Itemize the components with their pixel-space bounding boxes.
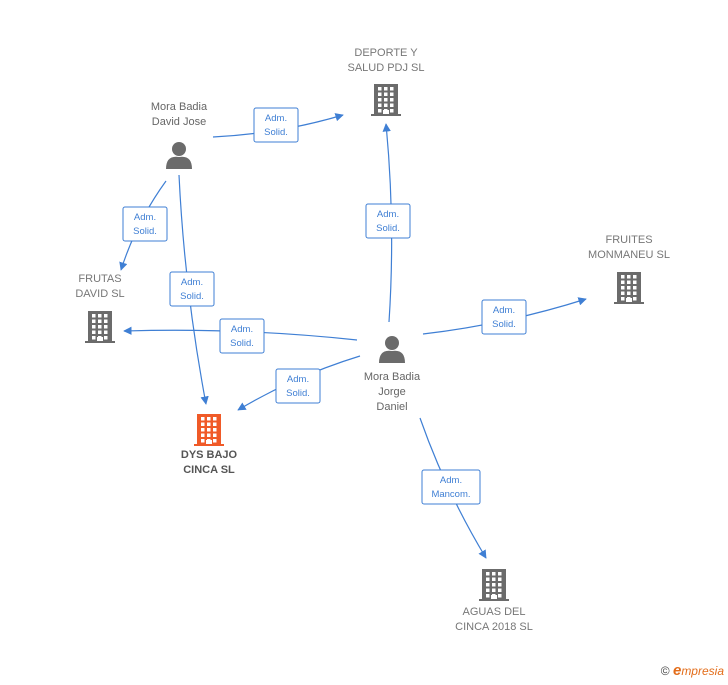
node-aguas[interactable]: AGUAS DEL CINCA 2018 SL (455, 569, 533, 633)
node-label: FRUTAS (78, 273, 121, 285)
edge-mora_jorge-to-aguas: Adm. Mancom. (419, 417, 487, 559)
person-icon (166, 142, 192, 169)
edge-label-line: Adm. (231, 324, 253, 335)
brand-logo-initial: e (672, 662, 682, 679)
node-label: Jorge (378, 386, 406, 398)
building-icon (194, 414, 224, 446)
node-label: CINCA 2018 SL (455, 621, 533, 633)
edge-label-line: Adm. (265, 113, 287, 124)
edge-label-box: Adm. Solid. (481, 299, 527, 335)
node-dys[interactable]: DYS BAJO CINCA SL (181, 414, 238, 476)
brand-logo-text: mpresia (681, 664, 724, 678)
node-label: Mora Badia (151, 101, 208, 113)
edge-label-line: Adm. (440, 475, 462, 486)
node-label: David Jose (152, 116, 206, 128)
edge-label-line: Mancom. (431, 489, 470, 500)
edge-label-line: Solid. (180, 291, 204, 302)
edge-label-frame (421, 469, 481, 505)
node-label: SALUD PDJ SL (347, 62, 424, 74)
copyright-symbol: © (660, 664, 670, 678)
edge-mora_jorge-to-fruites: Adm. Solid. (422, 297, 587, 335)
edge-label-box: Adm. Solid. (365, 203, 411, 239)
edge-label-line: Adm. (377, 209, 399, 220)
edge-mora_jorge-to-dys: Adm. Solid. (237, 355, 361, 411)
node-label: CINCA SL (183, 464, 235, 476)
edge-label-frame (275, 368, 321, 404)
node-label: Mora Badia (364, 371, 421, 383)
edge-label-box: Adm. Solid. (169, 271, 215, 307)
node-fruites[interactable]: FRUITES MONMANEU SL (588, 234, 670, 304)
edge-label-line: Solid. (492, 319, 516, 330)
node-label: FRUITES (605, 234, 652, 246)
edge-label-frame (365, 203, 411, 239)
edge-label-box: Adm. Solid. (253, 107, 299, 143)
edge-label-line: Solid. (133, 226, 157, 237)
building-icon (614, 272, 644, 304)
edge-label-line: Solid. (286, 388, 310, 399)
building-icon (371, 84, 401, 116)
node-label: DAVID SL (75, 288, 124, 300)
edge-label-line: Adm. (287, 374, 309, 385)
node-label: DYS BAJO (181, 449, 238, 461)
node-label: DEPORTE Y (354, 47, 418, 59)
edge-mora_jorge-to-frutas: Adm. Solid. (123, 318, 358, 354)
edge-label-frame (122, 206, 168, 242)
edge-label-frame (253, 107, 299, 143)
node-deporte[interactable]: DEPORTE Y SALUD PDJ SL (347, 47, 425, 116)
footer-credit: © empresia (661, 662, 724, 679)
edge-label-frame (219, 318, 265, 354)
edge-mora_david-to-frutas: Adm. Solid. (119, 180, 168, 271)
node-label: AGUAS DEL (463, 606, 526, 618)
edge-label-line: Solid. (264, 127, 288, 138)
building-icon (85, 311, 115, 343)
person-icon (379, 336, 405, 363)
edge-label-frame (481, 299, 527, 335)
edge-label-frame (169, 271, 215, 307)
edge-mora_david-to-deporte: Adm. Solid. (212, 107, 344, 143)
building-icon (479, 569, 509, 601)
edge-label-box: Adm. Solid. (122, 206, 168, 242)
node-frutas[interactable]: FRUTAS DAVID SL (75, 273, 125, 343)
edge-label-line: Adm. (181, 277, 203, 288)
edge-label-line: Solid. (376, 223, 400, 234)
edge-label-line: Adm. (134, 212, 156, 223)
edge-label-line: Solid. (230, 338, 254, 349)
node-label: Daniel (376, 401, 407, 413)
edge-label-line: Adm. (493, 305, 515, 316)
edge-label-box: Adm. Solid. (219, 318, 265, 354)
node-label: MONMANEU SL (588, 249, 670, 261)
edge-label-box: Adm. Solid. (275, 368, 321, 404)
edge-label-box: Adm. Mancom. (421, 469, 481, 505)
edge-mora_david-to-dys: Adm. Solid. (169, 174, 215, 405)
edge-mora_jorge-to-deporte: Adm. Solid. (365, 123, 411, 323)
